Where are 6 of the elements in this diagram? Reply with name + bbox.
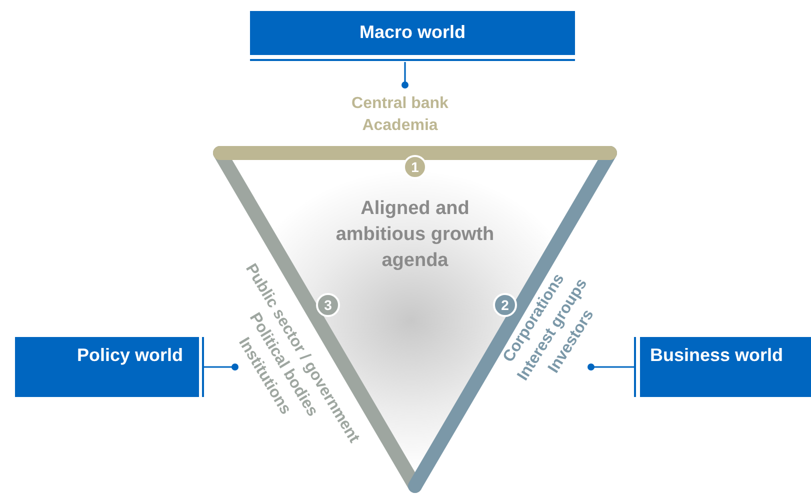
leader-line bbox=[402, 62, 408, 88]
world-box: Macro world bbox=[250, 11, 575, 55]
world-box: Policy world bbox=[15, 337, 199, 397]
world-box: Business world bbox=[640, 337, 811, 397]
stakeholder-text: Central bank bbox=[352, 94, 448, 114]
stakeholder-text: Academia bbox=[362, 116, 438, 136]
